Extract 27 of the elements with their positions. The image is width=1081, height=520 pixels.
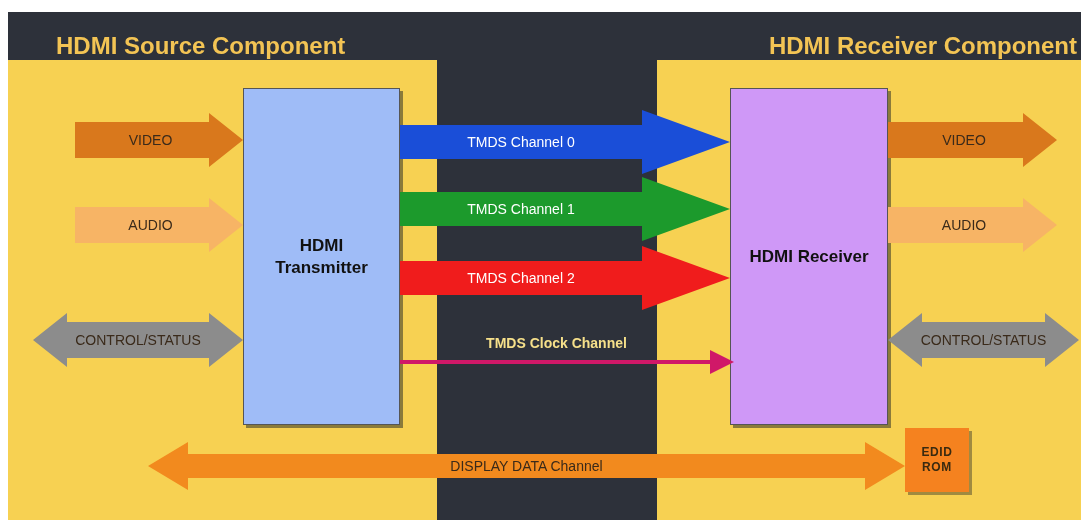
arrow: [400, 350, 734, 374]
edge-label: AUDIO: [940, 215, 988, 235]
edge-label: DISPLAY DATA Channel: [449, 456, 604, 476]
edge-label: VIDEO: [941, 130, 987, 150]
edge-label: CONTROL/STATUS: [74, 330, 202, 350]
chip-box: HDMI Receiver: [730, 88, 888, 425]
block-arrow: [400, 246, 730, 310]
block-arrow: [888, 313, 1079, 367]
block-arrow: [148, 442, 905, 490]
edge-label: TMDS Channel 2: [466, 268, 576, 288]
block-arrow: [400, 177, 730, 241]
block-arrow: [400, 110, 730, 174]
block-arrow: [75, 113, 243, 167]
edge-label: TMDS Channel 1: [466, 199, 576, 219]
block-arrow: [33, 313, 243, 367]
panel-heading: HDMI Source Component: [56, 31, 346, 61]
edge-label: CONTROL/STATUS: [919, 330, 1048, 350]
edge-label: TMDS Channel 0: [466, 132, 576, 152]
block-arrow: [888, 113, 1057, 167]
block-arrow: [75, 198, 243, 252]
memory-box: EDID ROM: [905, 428, 969, 492]
edge-label: TMDS Clock Channel: [485, 333, 628, 353]
panel-heading: HDMI Receiver Component: [768, 31, 1077, 61]
block-arrow: [888, 198, 1057, 252]
chip-box: HDMI Transmitter: [243, 88, 400, 425]
edge-label: VIDEO: [127, 130, 174, 150]
edge-label: AUDIO: [127, 215, 174, 235]
